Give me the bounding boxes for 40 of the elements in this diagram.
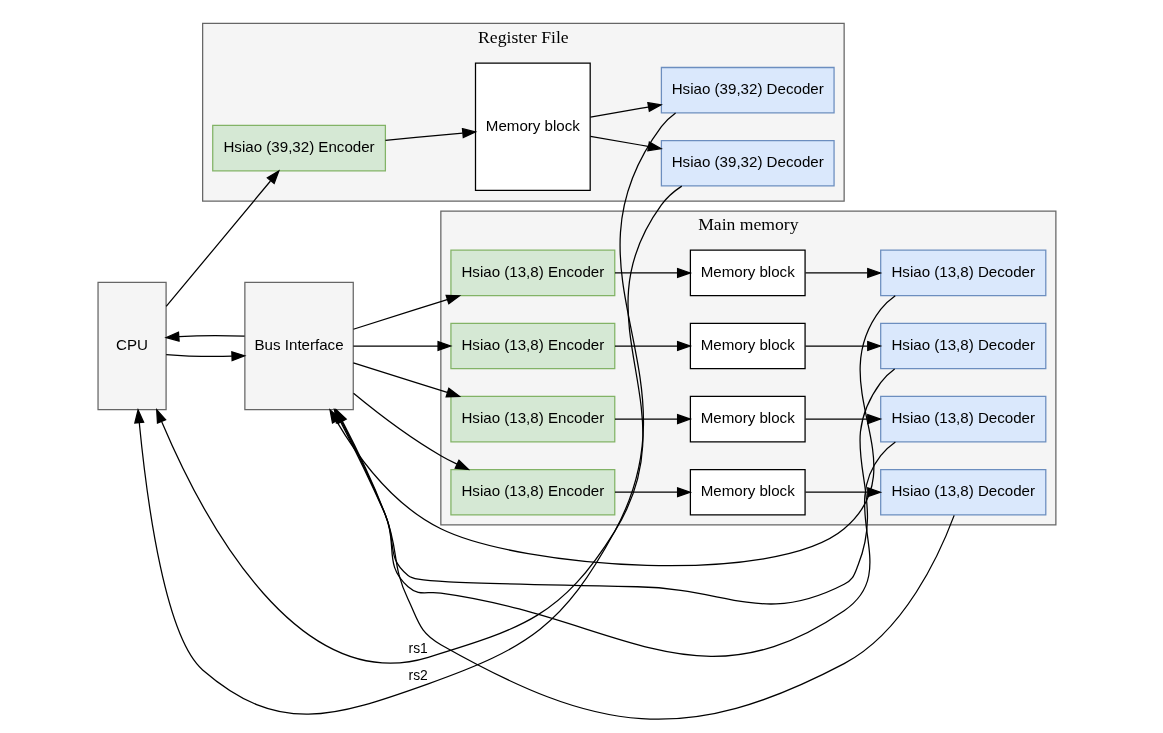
arrow bbox=[384, 127, 477, 141]
arrow bbox=[155, 185, 682, 664]
node-box: Hsiao (13,8) Decoder bbox=[879, 249, 1046, 297]
node-box: Hsiao (39,32) Encoder bbox=[211, 124, 386, 172]
node-box: Hsiao (13,8) Encoder bbox=[449, 468, 615, 516]
arrow bbox=[165, 350, 246, 362]
arrow bbox=[352, 294, 461, 330]
arrow bbox=[613, 340, 692, 352]
node-box: Memory block bbox=[689, 468, 806, 516]
node-box: Hsiao (13,8) Encoder bbox=[449, 249, 615, 297]
node-box: Hsiao (13,8) Decoder bbox=[879, 395, 1046, 443]
arrow bbox=[589, 135, 663, 152]
arrow bbox=[352, 362, 461, 398]
node-box: Memory block bbox=[689, 322, 806, 370]
arrow bbox=[613, 267, 692, 279]
arrow bbox=[613, 413, 692, 425]
arrow bbox=[133, 112, 676, 715]
node-box: CPU bbox=[96, 281, 167, 411]
node-box: Memory block bbox=[474, 62, 591, 191]
node-box: Bus Interface bbox=[243, 281, 354, 411]
arrow bbox=[165, 169, 280, 308]
arrow bbox=[589, 101, 663, 118]
arrow bbox=[352, 392, 470, 471]
arrow bbox=[804, 413, 882, 425]
arrow bbox=[804, 267, 882, 279]
edge-label: rs2 bbox=[408, 666, 428, 683]
arrow bbox=[804, 486, 882, 498]
node-box: Hsiao (13,8) Encoder bbox=[449, 395, 615, 443]
node-box: Memory block bbox=[689, 249, 806, 297]
arrow bbox=[163, 331, 245, 342]
node-box: Hsiao (39,32) Decoder bbox=[660, 66, 835, 114]
arrow bbox=[352, 340, 453, 352]
arrow bbox=[613, 486, 692, 498]
node-box: Hsiao (13,8) Decoder bbox=[879, 468, 1046, 516]
edge-label: rs1 bbox=[408, 640, 428, 657]
node-box: Memory block bbox=[689, 395, 806, 443]
node-box: Hsiao (13,8) Decoder bbox=[879, 322, 1046, 370]
arrow bbox=[804, 340, 882, 352]
node-box: Hsiao (13,8) Encoder bbox=[449, 322, 615, 370]
node-box: Hsiao (39,32) Decoder bbox=[660, 139, 835, 187]
